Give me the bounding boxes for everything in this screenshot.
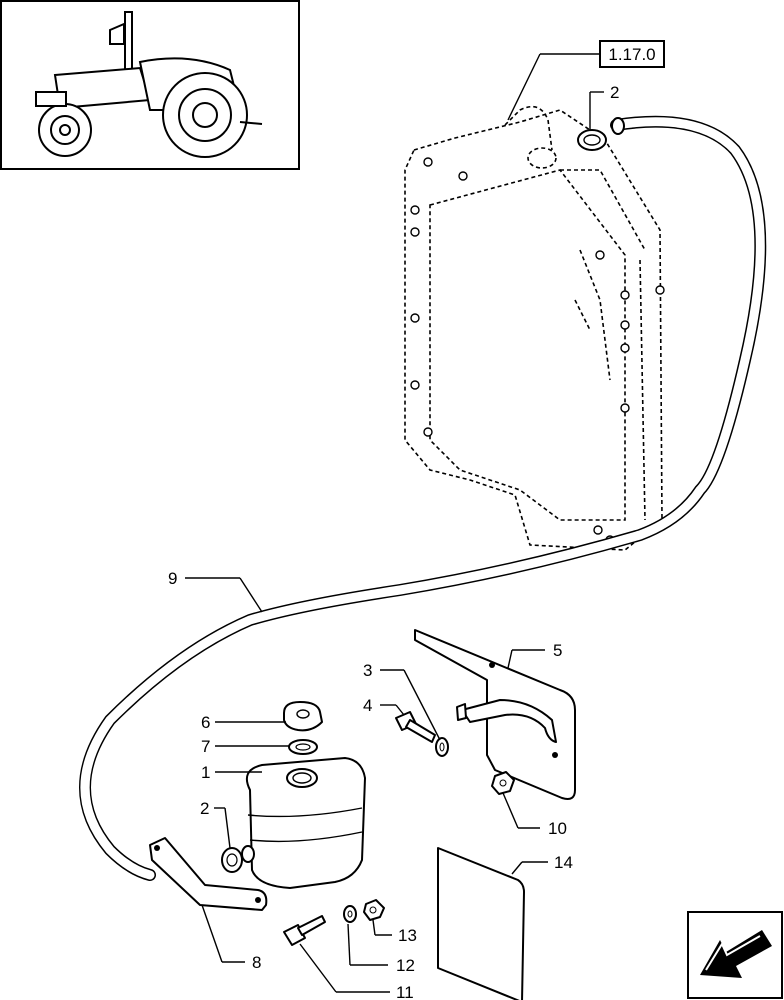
nut-13 (363, 899, 385, 921)
label-4: 4 (363, 696, 372, 715)
label-11: 11 (396, 983, 414, 1000)
tractor-thumbnail (0, 0, 300, 170)
label-13: 13 (398, 926, 417, 945)
label-12: 12 (396, 956, 415, 975)
label-7: 7 (201, 737, 210, 756)
rubber-pad (437, 847, 525, 1000)
part-labels: 2 9 5 3 4 6 7 1 2 10 14 13 8 12 11 (168, 83, 619, 1000)
hose (79, 115, 767, 881)
label-1: 1 (201, 763, 210, 782)
tank-cap (283, 701, 323, 732)
label-9: 9 (168, 569, 177, 588)
bolt-11 (283, 915, 326, 946)
reference-box: 1.17.0 (507, 40, 665, 121)
radiator (404, 105, 665, 551)
expansion-tank (246, 757, 366, 889)
hose-clamp-bottom (221, 845, 255, 873)
label-8: 8 (252, 953, 261, 972)
tank-strap-bracket (149, 837, 268, 911)
label-6: 6 (201, 713, 210, 732)
hose-clamp-top (577, 117, 625, 151)
reference-box-label: 1.17.0 (608, 45, 655, 64)
cap-seal (288, 739, 318, 755)
leader-lines (185, 91, 604, 993)
bolt-4 (395, 711, 436, 743)
label-2-bottom: 2 (200, 799, 209, 818)
mounting-bracket (414, 629, 576, 800)
page-turn-arrow-icon[interactable] (687, 911, 783, 999)
label-10: 10 (548, 819, 567, 838)
nut-10 (491, 771, 515, 795)
label-2-top: 2 (610, 83, 619, 102)
label-5: 5 (553, 641, 562, 660)
washer-12 (343, 905, 357, 923)
washer-3 (435, 737, 449, 757)
label-14: 14 (554, 853, 573, 872)
tractor-thumbnail-icon (35, 11, 263, 158)
label-3: 3 (363, 661, 372, 680)
